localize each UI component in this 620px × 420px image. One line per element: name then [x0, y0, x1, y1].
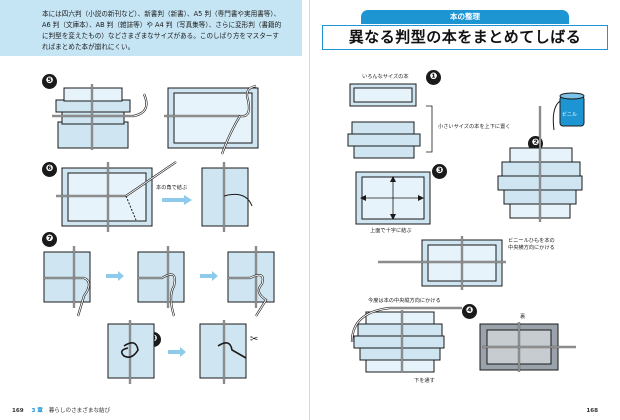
- step-1-bracket: [426, 105, 433, 153]
- chapter-title: 暮らしのさまざまな結び: [48, 408, 111, 414]
- chapter-number: 3 章: [31, 408, 43, 414]
- section-title: 異なる判型の本をまとめてしばる: [322, 25, 608, 50]
- right-page-number: 168: [586, 408, 598, 414]
- right-page: 本の整理 異なる判型の本をまとめてしばる いろんなサイズの本 ❶ 小さいサイズの…: [310, 0, 620, 420]
- step-6-tie-illustration: [56, 161, 253, 232]
- step-1-unordered-stack: [347, 83, 421, 159]
- step-3-cross-diagram: [355, 171, 431, 225]
- right-footer: 168: [586, 408, 604, 414]
- step-4-wrap-illustration: [350, 306, 462, 373]
- label-back: 裏: [520, 314, 526, 320]
- page-gutter: [309, 0, 310, 420]
- step-5-badge: ❺: [42, 74, 57, 89]
- string-spool-icon: [552, 92, 585, 131]
- intro-text: 本には四六判（小説の新刊など）、新書判（新書）、A5 判（専門書や実用書等）、 …: [42, 10, 282, 51]
- step-4-badge: ❹: [462, 304, 477, 319]
- step-1-badge: ❶: [426, 70, 441, 85]
- label-pass-under: 下を通す: [414, 378, 435, 384]
- label-cross-on-top: 上面で十字に結ぶ: [370, 228, 412, 234]
- spool-label: ビニル: [562, 112, 578, 118]
- step-8-finish-illustration: ✂: [107, 320, 258, 384]
- label-center-vertical: 今度は本の中央縦方向にかける: [368, 298, 441, 304]
- step-5-stack-illustration: [52, 84, 148, 150]
- left-footer: 169 3 章 暮らしのさまざまな結び: [12, 406, 110, 414]
- step-5-top-view-illustration: [164, 84, 259, 155]
- intro-box: 本には四六判（小説の新刊など）、新書判（新書）、A5 判（専門書や実用書等）、 …: [0, 0, 302, 56]
- step-7-badge: ❼: [42, 232, 57, 247]
- step-3-badge: ❸: [432, 164, 447, 179]
- step-4-back-view: [479, 322, 576, 372]
- label-vinyl-string: ビニールひもを本の 中央横方向にかける: [508, 238, 555, 251]
- section-tag: 本の整理: [361, 10, 569, 24]
- step-3-tied-books: [378, 236, 506, 290]
- left-page: 本には四六判（小説の新刊など）、新書判（新書）、A5 判（専門書や実用書等）、 …: [0, 0, 302, 414]
- label-various-sizes: いろんなサイズの本: [362, 74, 409, 80]
- step-6-badge: ❻: [42, 162, 57, 177]
- step-2-stacked-books: [497, 106, 583, 222]
- label-small-on-top: 小さいサイズの本を上下に置く: [438, 124, 511, 130]
- section-header: 本の整理 異なる判型の本をまとめてしばる: [310, 0, 620, 56]
- step-7-knot-illustration: [43, 246, 275, 317]
- left-page-number: 169: [12, 408, 24, 414]
- step-6-label: 本の角で結ぶ: [154, 184, 190, 193]
- svg-text:✂: ✂: [250, 334, 258, 345]
